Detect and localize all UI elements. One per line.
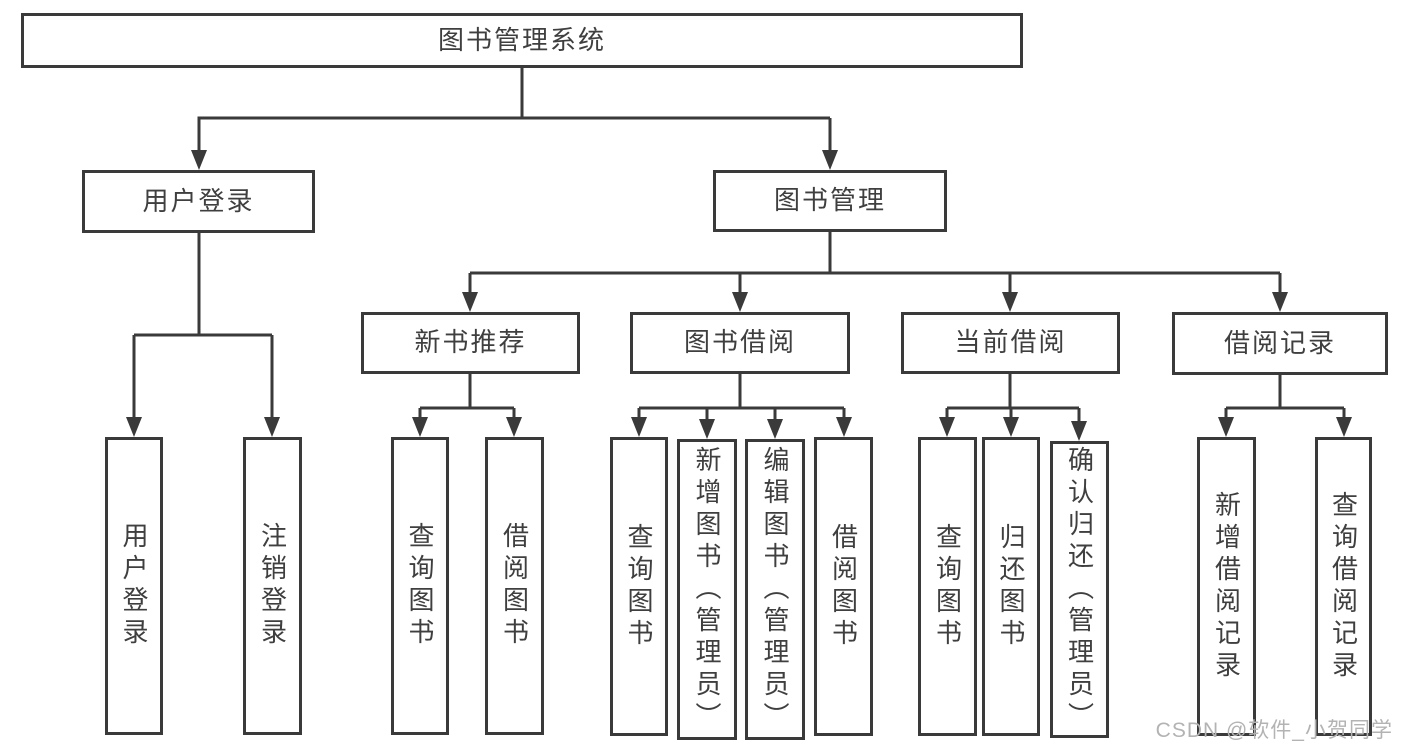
diagram-leaf-recommend-query-book: 查询图书 bbox=[391, 437, 449, 735]
diagram-node-root: 图书管理系统 bbox=[21, 13, 1023, 68]
diagram-node-book-borrow: 图书借阅 bbox=[630, 312, 850, 374]
diagram-leaf-logout: 注销登录 bbox=[243, 437, 302, 735]
diagram-leaf-current-query-book: 查询图书 bbox=[918, 437, 977, 736]
diagram-leaf-borrow-book: 借阅图书 bbox=[814, 437, 873, 736]
diagram-leaf-user-login: 用户登录 bbox=[105, 437, 163, 735]
diagram-node-book-management: 图书管理 bbox=[713, 170, 947, 232]
diagram-leaf-edit-book-admin: 编辑图书（管理员） bbox=[745, 439, 805, 740]
diagram-leaf-add-borrow-record: 新增借阅记录 bbox=[1197, 437, 1256, 736]
diagram-node-current-borrow: 当前借阅 bbox=[901, 312, 1120, 374]
diagram-leaf-return-book: 归还图书 bbox=[982, 437, 1040, 736]
diagram-leaf-add-book-admin: 新增图书（管理员） bbox=[677, 439, 737, 740]
diagram-leaf-recommend-borrow-book: 借阅图书 bbox=[485, 437, 544, 735]
diagram-node-new-book-recommend: 新书推荐 bbox=[361, 312, 580, 374]
diagram-leaf-borrow-query-book: 查询图书 bbox=[610, 437, 668, 736]
diagram-leaf-query-borrow-record: 查询借阅记录 bbox=[1315, 437, 1372, 736]
csdn-watermark: CSDN @软件_小贺同学 bbox=[1155, 719, 1393, 742]
diagram-leaf-confirm-return-admin: 确认归还（管理员） bbox=[1050, 441, 1109, 738]
diagram-node-user-login: 用户登录 bbox=[82, 170, 315, 233]
diagram-node-borrow-records: 借阅记录 bbox=[1172, 312, 1388, 375]
